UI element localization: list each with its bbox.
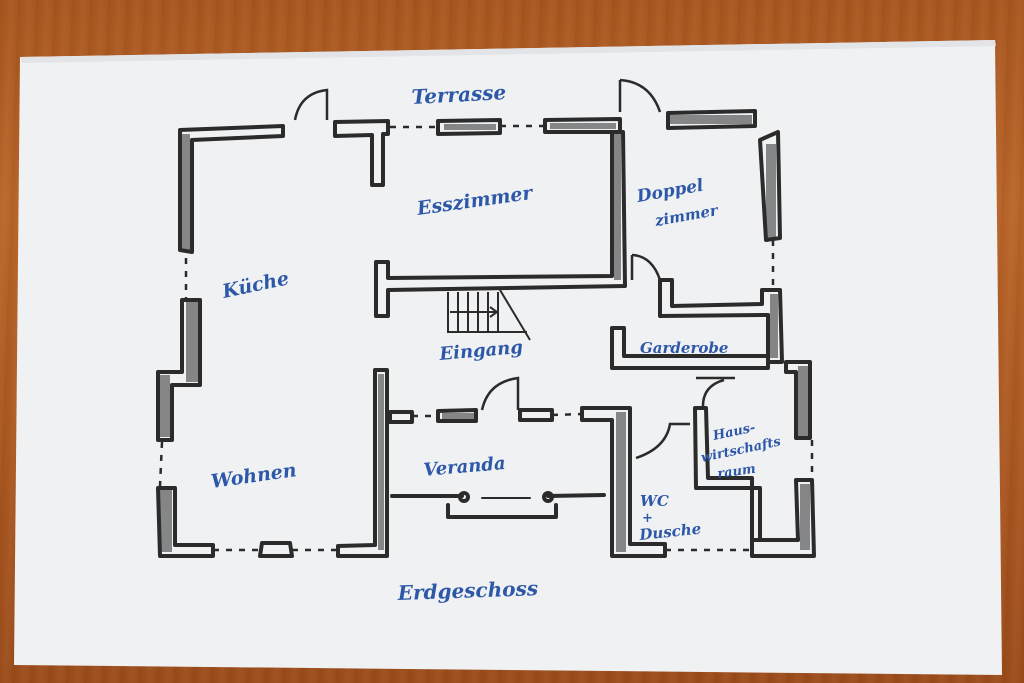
wall-veranda-b [436, 408, 478, 423]
walls [156, 109, 816, 558]
door-wc [635, 422, 690, 460]
wall-garderobe [610, 326, 770, 370]
label-wc-2: + [642, 511, 653, 526]
wall-top-b [436, 118, 502, 136]
label-hauswirtschaft-3: raum [716, 462, 756, 482]
wall-veranda-a [388, 410, 414, 424]
wall-top-left [178, 124, 285, 254]
label-wc-1: WC [640, 492, 669, 510]
paper-shadow [20, 40, 996, 63]
wall-fills [160, 115, 810, 552]
door-swings [293, 78, 735, 460]
label-terrasse: Terrasse [411, 80, 507, 109]
wall-top-right [666, 109, 757, 130]
wall-veranda-c [518, 408, 554, 422]
door-doppelzimmer [630, 253, 662, 281]
wall-doppelzimmer-inner [658, 278, 784, 364]
wall-wc [580, 406, 667, 558]
door-veranda [480, 376, 520, 411]
wall-veranda-lower [390, 493, 606, 498]
door-terrace-left [293, 88, 329, 121]
wall-right-upper [758, 130, 782, 242]
door-hwr [696, 376, 735, 409]
wall-left-middle [156, 298, 202, 442]
wall-bottom-window [258, 541, 294, 558]
window-lines [158, 124, 814, 552]
wall-top-a [333, 119, 390, 187]
wall-bottom-middle [336, 368, 389, 558]
paper [14, 40, 1002, 675]
door-terrace-right [618, 78, 662, 113]
wall-esszimmer [374, 130, 627, 318]
label-erdgeschoss: Erdgeschoss [396, 576, 538, 605]
label-garderobe: Garderobe [640, 339, 728, 357]
wall-right-middle [784, 360, 812, 440]
wall-veranda-step [446, 503, 558, 519]
wall-bottom-left [156, 486, 215, 558]
stairs [447, 289, 531, 341]
